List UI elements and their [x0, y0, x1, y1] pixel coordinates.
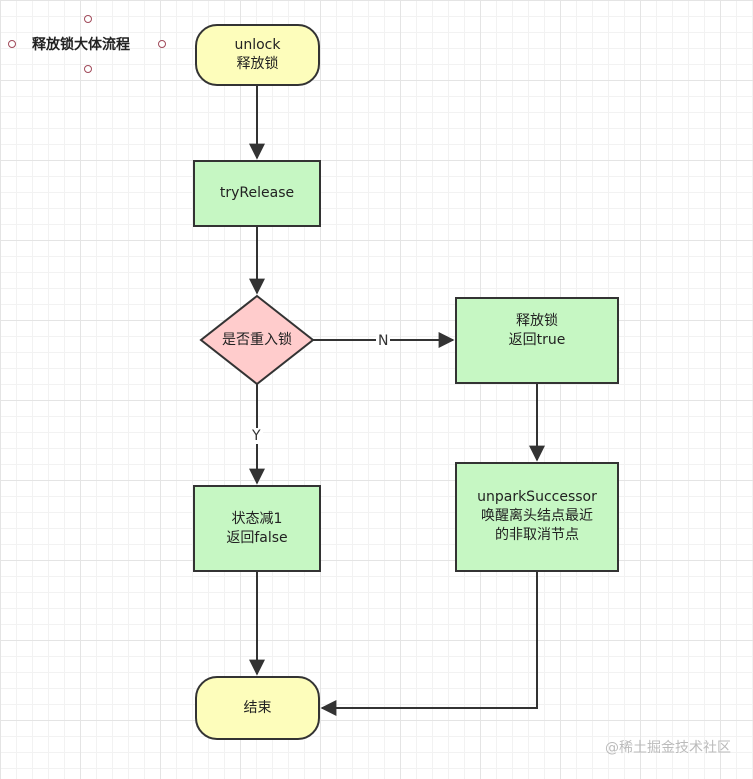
selection-handle-top[interactable] — [84, 15, 92, 23]
node-release-true[interactable]: 释放锁 返回true — [455, 297, 619, 384]
node-unpark-line2: 唤醒离头结点最近 — [481, 508, 593, 524]
node-release-true-line2: 返回true — [508, 332, 566, 348]
node-end-label: 结束 — [243, 699, 272, 716]
node-release-true-line1: 释放锁 — [516, 313, 558, 329]
node-unlock-line2: 释放锁 — [236, 56, 279, 72]
node-decision-label[interactable]: 是否重入锁 — [201, 324, 313, 356]
diagram-title: 释放锁大体流程 — [32, 37, 130, 53]
node-unlock[interactable]: unlock 释放锁 — [195, 24, 320, 86]
decision-text: 是否重入锁 — [222, 331, 292, 348]
node-decrement[interactable]: 状态减1 返回false — [193, 485, 321, 572]
watermark: @稀土掘金技术社区 — [605, 740, 731, 756]
node-tryrelease-label: tryRelease — [219, 185, 295, 201]
selection-handle-right[interactable] — [158, 40, 166, 48]
node-unpark-successor[interactable]: unparkSuccessor 唤醒离头结点最近 的非取消节点 — [455, 462, 619, 572]
node-unlock-line1: unlock — [234, 37, 281, 53]
node-unpark-line3: 的非取消节点 — [495, 527, 579, 543]
edge-label-yes: Y — [250, 428, 263, 444]
node-decrement-line1: 状态减1 — [231, 510, 283, 527]
edge-unpark-to-end — [320, 572, 538, 716]
selection-handle-left[interactable] — [8, 40, 16, 48]
edge-label-no: N — [376, 333, 391, 349]
decision-diamond — [199, 294, 315, 386]
node-decrement-line2: 返回false — [226, 529, 288, 546]
node-unpark-line1: unparkSuccessor — [477, 489, 597, 505]
node-end[interactable]: 结束 — [195, 676, 320, 740]
selection-handle-bottom[interactable] — [84, 65, 92, 73]
node-tryrelease[interactable]: tryRelease — [193, 160, 321, 227]
